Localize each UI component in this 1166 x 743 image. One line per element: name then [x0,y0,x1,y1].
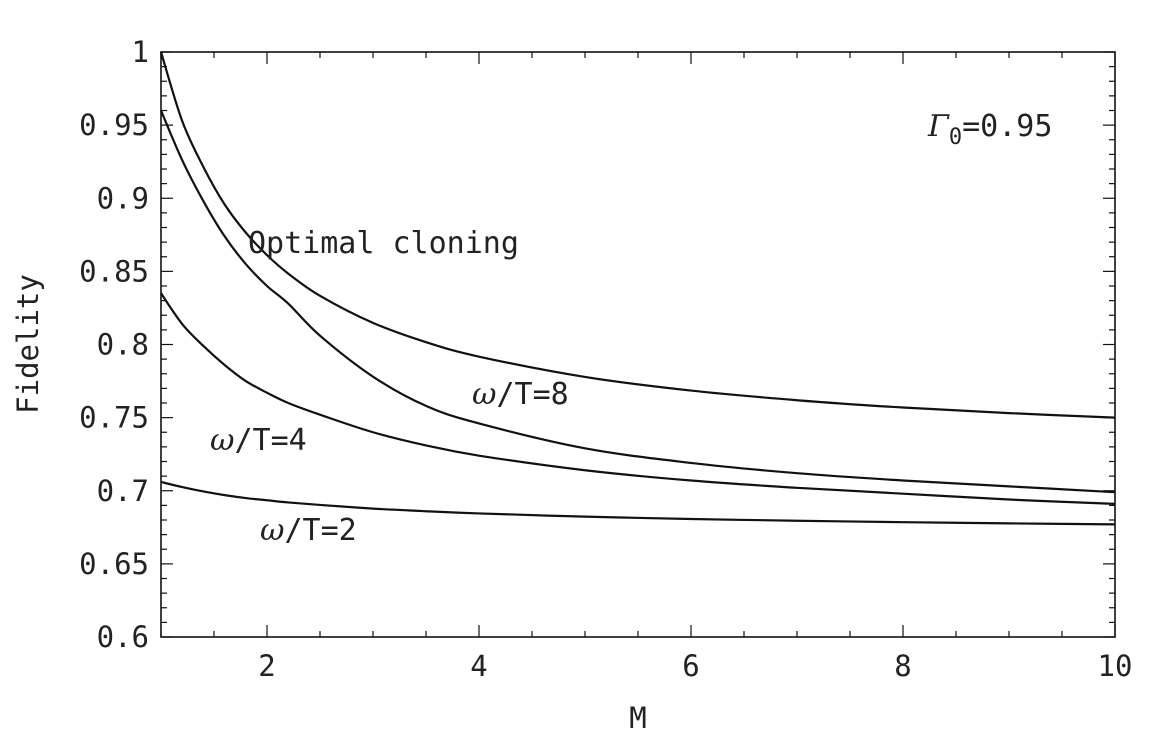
y-tick-label: 0.7 [97,474,149,508]
omega8-symbol: ω [472,377,496,412]
omega8-label: ω/T=8 [472,377,569,412]
x-axis-title: M [629,701,646,735]
omega8-text: /T=8 [496,377,568,412]
y-tick-label: 0.6 [97,620,149,654]
x-tick-label: 2 [258,649,275,683]
y-tick-label: 0.85 [79,254,149,288]
gamma-subscript: 0 [949,125,962,150]
series-line-t-4 [160,292,1116,506]
series-line-optimal-cloning [159,51,1116,419]
series-line-t-8 [159,110,1116,494]
omega2-text: /T=2 [284,513,356,548]
omega2-label: ω/T=2 [260,513,357,548]
y-tick-label: 0.75 [79,401,149,435]
y-axis-title: Fidelity [11,274,45,414]
omega2-symbol: ω [260,513,284,548]
y-tick-label: 0.9 [97,181,149,215]
series-line-t-2 [160,480,1116,526]
x-tick-label: 10 [1098,649,1133,683]
y-tick-labels: 0.6 0.65 0.7 0.75 0.8 0.85 0.9 0.95 1 [79,35,149,654]
x-tick-labels: 2 4 6 8 10 [258,649,1132,683]
y-tick-label: 0.95 [79,108,149,142]
gamma-value: =0.95 [962,109,1052,144]
axis-ticks [160,51,1116,638]
x-tick-label: 4 [470,649,487,683]
omega4-symbol: ω [210,423,234,458]
x-tick-label: 8 [894,649,911,683]
y-tick-label: 0.8 [97,328,149,362]
x-tick-label: 6 [682,649,699,683]
gamma-annotation: Γ0=0.95 [927,109,1052,150]
y-tick-label: 0.65 [79,547,149,581]
y-tick-label: 1 [132,35,149,69]
omega4-label: ω/T=4 [210,423,307,458]
gamma-symbol: Γ [927,109,950,144]
series-curves [159,51,1116,526]
optimal-cloning-label: Optimal cloning [248,226,519,261]
omega4-text: /T=4 [234,423,306,458]
